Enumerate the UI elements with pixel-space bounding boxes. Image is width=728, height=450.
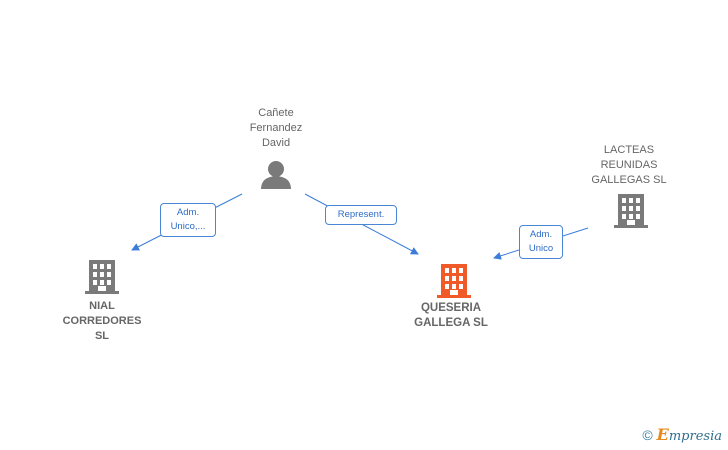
brand-name: Empresia (656, 425, 722, 444)
edge-label-adm-unico-lacteas[interactable]: Adm. Unico (519, 225, 563, 259)
copyright-icon: © (642, 426, 653, 443)
building-icon[interactable] (614, 194, 648, 228)
node-label-lacteas[interactable]: LACTEAS REUNIDAS GALLEGAS SL (591, 144, 667, 186)
brand-logo: © Empresia (642, 425, 722, 444)
node-label-nial[interactable]: NIAL CORREDORES SL (62, 300, 142, 342)
edge-label-adm-unico-nial[interactable]: Adm. Unico,... (160, 203, 216, 237)
building-icon[interactable] (437, 264, 471, 298)
node-label-person[interactable]: Cañete Fernandez David (249, 107, 303, 149)
edge-label-represent[interactable]: Represent. (325, 205, 397, 225)
building-icon[interactable] (85, 260, 119, 294)
node-label-queseria[interactable]: QUESERIA GALLEGA SL (414, 302, 488, 329)
person-icon[interactable] (261, 161, 291, 189)
